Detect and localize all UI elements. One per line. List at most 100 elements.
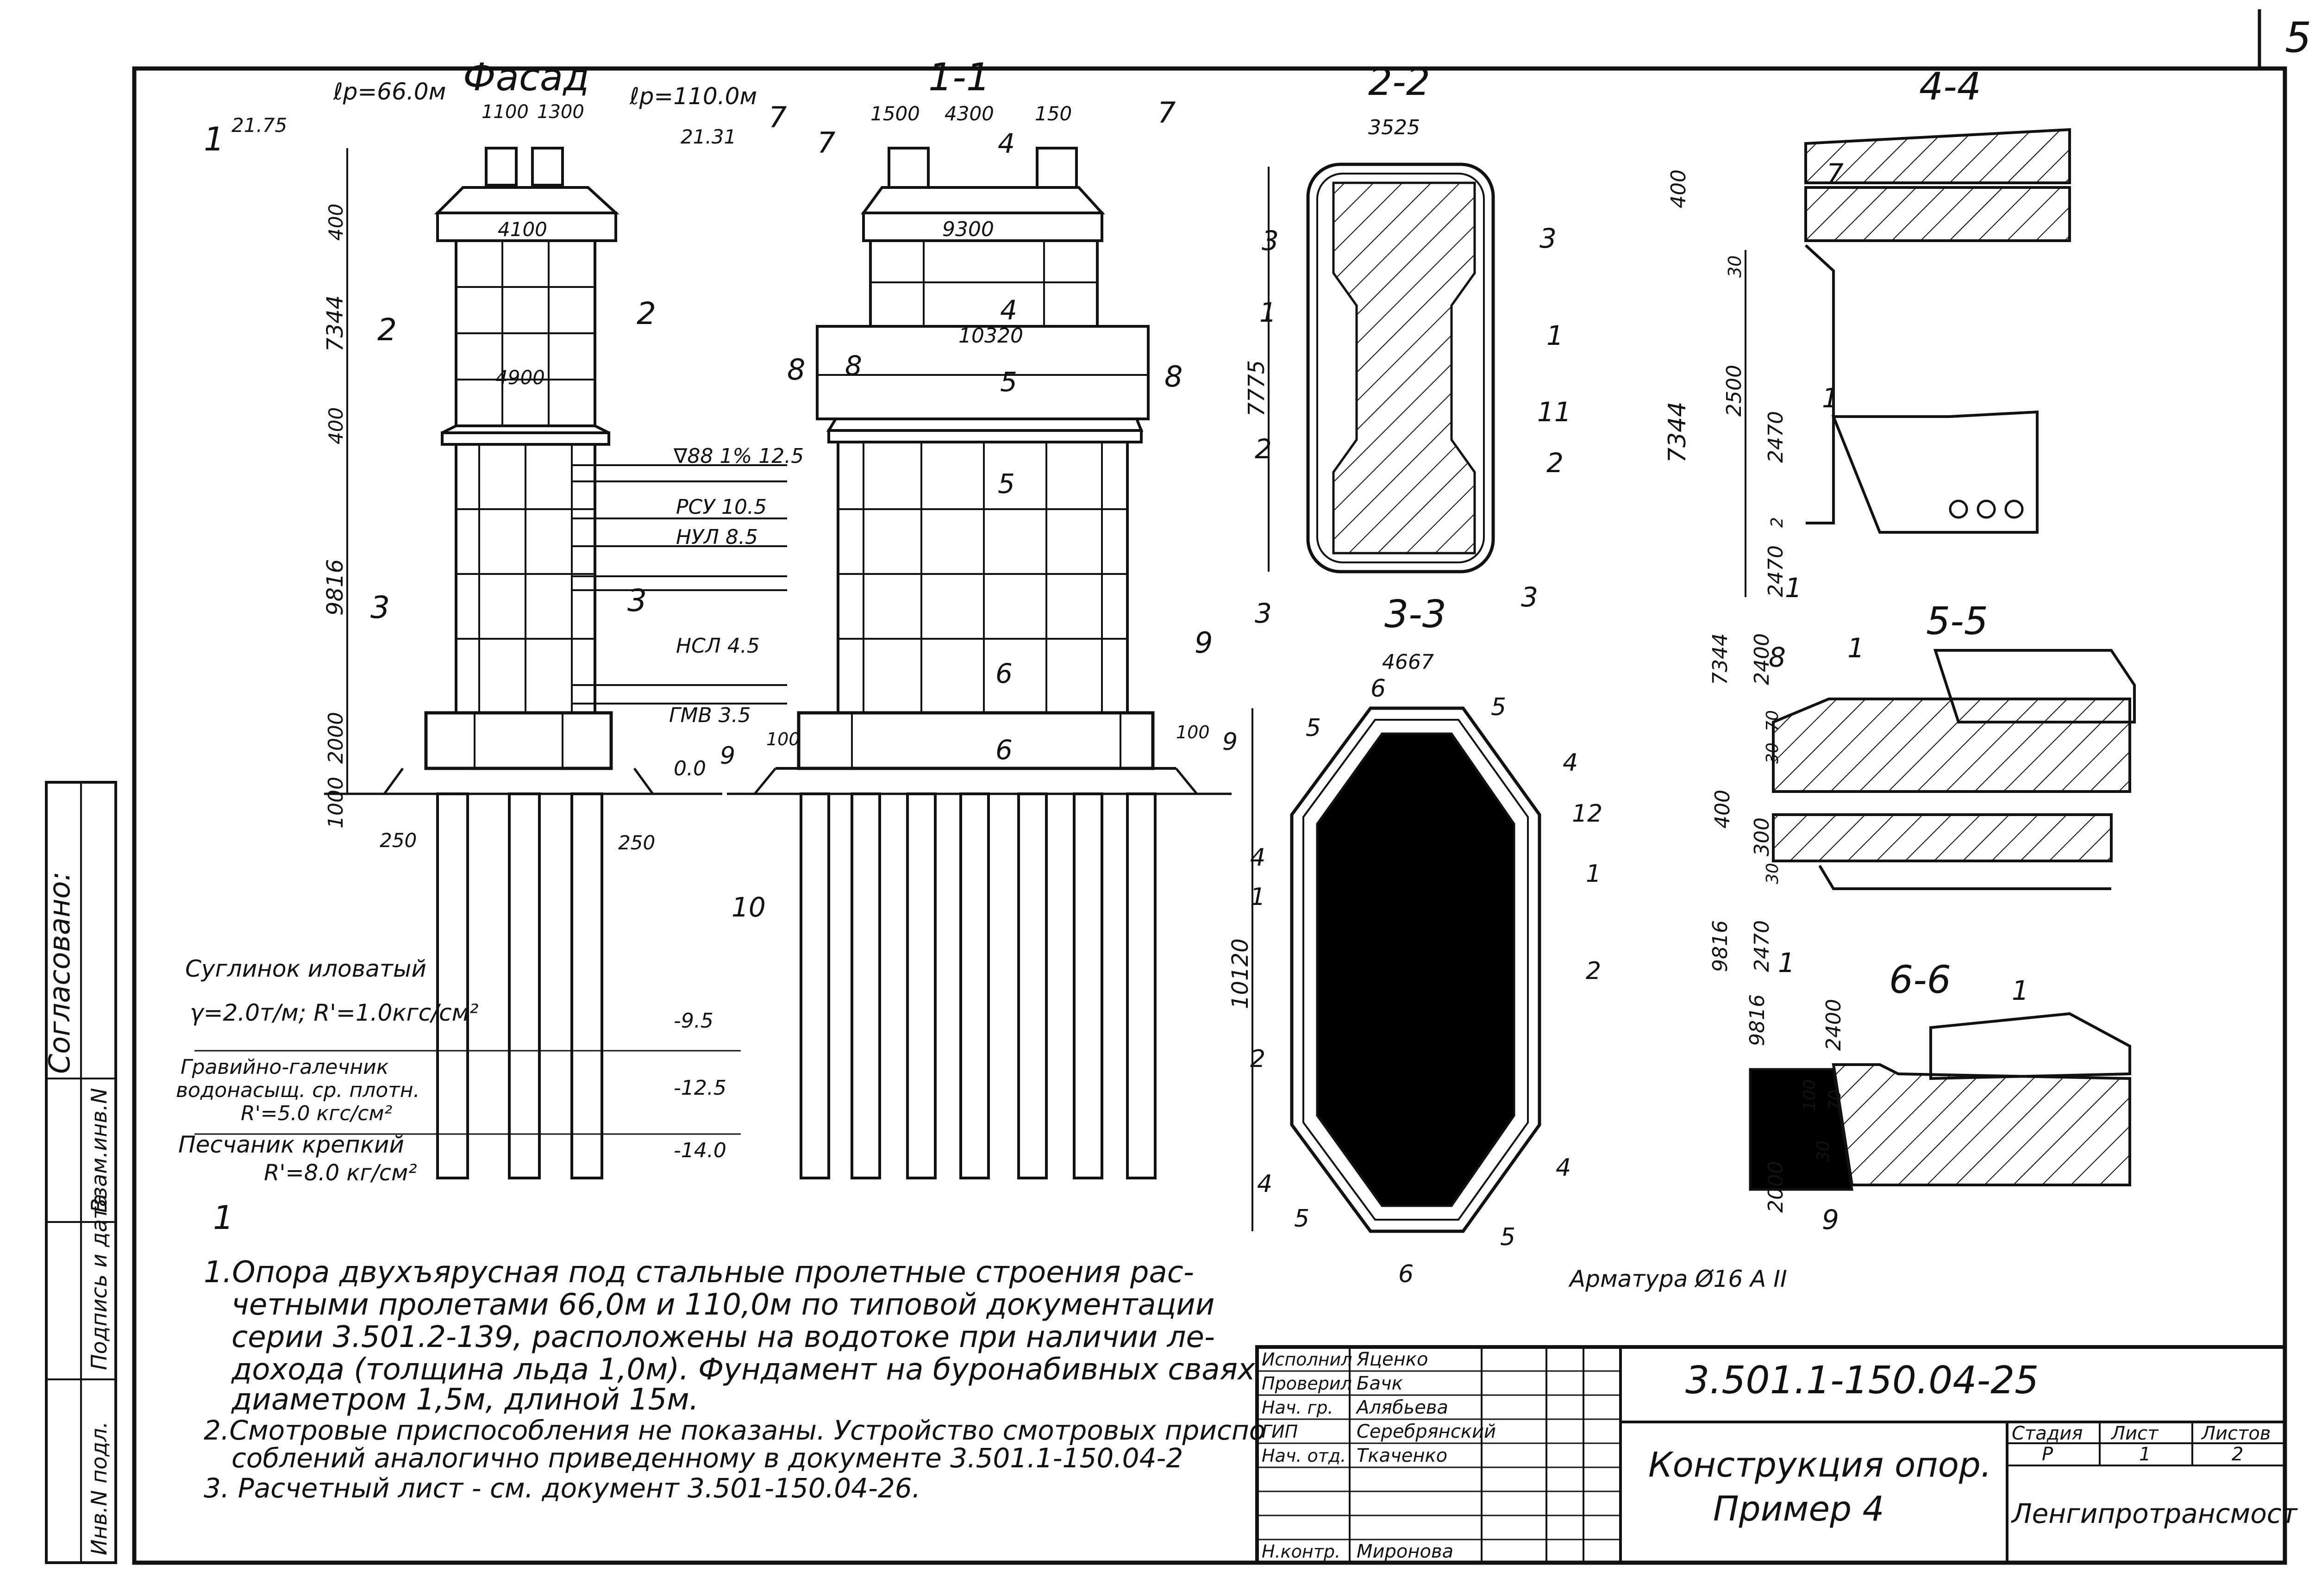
- s33-dim-4667: 4667: [1382, 650, 1434, 674]
- soil-3: Песчаник крепкий: [178, 1131, 404, 1158]
- note-line-7: соблений аналогично приведенному в докум…: [232, 1442, 1183, 1474]
- s22-callout-2a: 2: [1255, 433, 1272, 465]
- s66-callout-1: 1: [2012, 975, 2029, 1006]
- sheet-number: 5: [2285, 13, 2311, 62]
- s11-mark-5a: 5: [1000, 366, 1017, 398]
- tb-sheets-label: Листов: [2201, 1423, 2271, 1444]
- side-stamp: Согласовано: Взам.инв.N Подпись и дата И…: [43, 781, 117, 1564]
- level-5: ГМВ 3.5: [669, 704, 751, 727]
- s44-dim-7344: 7344: [1664, 402, 1691, 463]
- s33-callout-6b: 6: [1398, 1260, 1414, 1288]
- tb-role-5: Нач. отд.: [1262, 1446, 1346, 1466]
- s55-callout-8: 8: [1769, 642, 1786, 673]
- section-4-4-title: 4-4: [1919, 65, 1981, 109]
- s33-callout-4a: 4: [1250, 844, 1265, 872]
- pile-level-3: -14.0: [674, 1139, 726, 1162]
- s66-dim-2000: 2000: [1764, 1161, 1788, 1213]
- tb-name-2: Бачк: [1357, 1373, 1403, 1394]
- facade-dim-400b: 400: [325, 407, 347, 444]
- level-1: ∇88 1% 12.5: [673, 444, 804, 468]
- note-line-3: серии 3.501.2-139, расположены на водото…: [232, 1320, 1215, 1354]
- s22-callout-1a: 1: [1259, 297, 1276, 328]
- facade-title: Фасад: [463, 56, 589, 100]
- tb-sheet: 1: [2139, 1444, 2151, 1465]
- s11-callout-10: 10: [732, 892, 766, 923]
- section-5-5-view: 5-5 7344 2400 70 30 400 300 30 9816 2470…: [1708, 599, 2136, 979]
- sheet-frame: 5: [132, 9, 2311, 1565]
- facade-mark-3b: 3: [627, 583, 647, 618]
- s66-dim-2400: 2400: [1822, 999, 1846, 1051]
- general-notes: 1.Опора двухъярусная под стальные пролет…: [204, 1255, 1265, 1504]
- s44-dim-2500: 2500: [1722, 365, 1746, 417]
- s44-callout-7: 7: [1827, 158, 1844, 189]
- soil-3-props: R'=8.0 кг/см²: [264, 1160, 417, 1186]
- section-2-2-title: 2-2: [1368, 60, 1430, 104]
- section-6-6-title: 6-6: [1889, 958, 1951, 1002]
- section-3-3-title: 3-3: [1384, 592, 1446, 636]
- facade-dim-7344: 7344: [322, 295, 348, 352]
- s33-callout-1b: 1: [1586, 860, 1601, 888]
- s55-callout-1b: 1: [1778, 947, 1795, 979]
- note-line-1: 1.Опора двухъярусная под стальные пролет…: [204, 1255, 1194, 1290]
- s11-dim-1500: 1500: [870, 102, 920, 125]
- section-1-1-title: 1-1: [928, 56, 990, 100]
- level-4: НСЛ 4.5: [676, 634, 760, 658]
- tb-org: Ленгипротрансмост: [2011, 1498, 2298, 1529]
- s44-dim-2470a: 2470: [1764, 411, 1788, 463]
- facade-dim-9816: 9816: [322, 559, 348, 616]
- s44-callout-1a: 1: [1822, 382, 1839, 414]
- s44-callout-1b: 1: [1785, 572, 1802, 604]
- s22-callout-11: 11: [1537, 396, 1571, 428]
- s33-callout-12: 12: [1572, 800, 1602, 828]
- tb-name-5: Ткаченко: [1357, 1445, 1447, 1466]
- facade-dim-4100: 4100: [498, 218, 547, 241]
- s33-callout-6a: 6: [1370, 675, 1386, 703]
- tb-title-line2: Пример 4: [1713, 1489, 1884, 1529]
- s11-mark-9b: 9: [1222, 728, 1238, 756]
- facade-mark-3a: 3: [370, 590, 390, 625]
- stamp-row-3: Инв.N подл.: [87, 1421, 112, 1555]
- s33-callout-2b: 2: [1586, 957, 1601, 985]
- s11-dim-9300: 9300: [942, 218, 994, 241]
- facade-dim-250a: 250: [380, 829, 417, 852]
- facade-view: Фасад ℓр=66.0м ℓр=110.0м 21.75 21.31 110…: [176, 56, 804, 1237]
- s11-mark-7b: 7: [1158, 96, 1176, 130]
- s66-dim-9816: 9816: [1746, 994, 1769, 1046]
- facade-mark-2a: 2: [377, 312, 397, 348]
- s11-dim-100b: 100: [1176, 722, 1210, 742]
- s44-dim-400: 400: [1667, 169, 1690, 208]
- s66-dim-100: 100: [1800, 1079, 1819, 1111]
- s55-dim-9816: 9816: [1708, 920, 1732, 972]
- s11-dim-150: 150: [1035, 102, 1072, 125]
- s55-dim-7344: 7344: [1708, 633, 1732, 685]
- facade-dim-1100: 1100: [482, 101, 529, 123]
- section-5-5-title: 5-5: [1926, 599, 1988, 643]
- tb-title-line1: Конструкция опор.: [1648, 1445, 1991, 1485]
- s11-mark-7a: 7: [769, 100, 787, 134]
- s11-mark-8a: 8: [787, 353, 805, 387]
- s11-mark-4a: 4: [998, 128, 1015, 159]
- s66-dim-30: 30: [1814, 1141, 1833, 1162]
- tb-role-7: Н.контр.: [1262, 1541, 1340, 1562]
- s11-mark-8b: 8: [1164, 360, 1183, 393]
- tb-stage: Р: [2042, 1444, 2053, 1465]
- s22-callout-2b: 2: [1546, 447, 1564, 479]
- s33-rebar-note: Арматура Ø16 А II: [1568, 1266, 1787, 1292]
- facade-mark-2b: 2: [637, 296, 656, 331]
- facade-elev-left: 21.75: [232, 114, 287, 137]
- s11-mark-5b: 5: [998, 468, 1015, 499]
- s11-dim-10320: 10320: [958, 324, 1023, 348]
- section-6-6-view: 6-6 9816 2400 100 70 30 2000 1 9: [1746, 958, 2131, 1235]
- s11-dim-4300: 4300: [945, 102, 994, 125]
- tb-name-3: Алябьева: [1355, 1397, 1448, 1418]
- facade-elev-right: 21.31: [681, 125, 736, 148]
- stamp-agreed: Согласовано:: [43, 872, 76, 1074]
- s22-dim-7775: 7775: [1244, 360, 1270, 417]
- section-1-1-view: 1-1 1500 4300 150 9300 10320: [720, 56, 1238, 1179]
- s22-dim-3525: 3525: [1368, 116, 1420, 139]
- tb-name-7: Миронова: [1357, 1541, 1453, 1562]
- s11-mark-6b: 6: [995, 734, 1013, 766]
- s33-callout-5d: 5: [1500, 1223, 1515, 1251]
- s55-dim-2470: 2470: [1750, 920, 1774, 972]
